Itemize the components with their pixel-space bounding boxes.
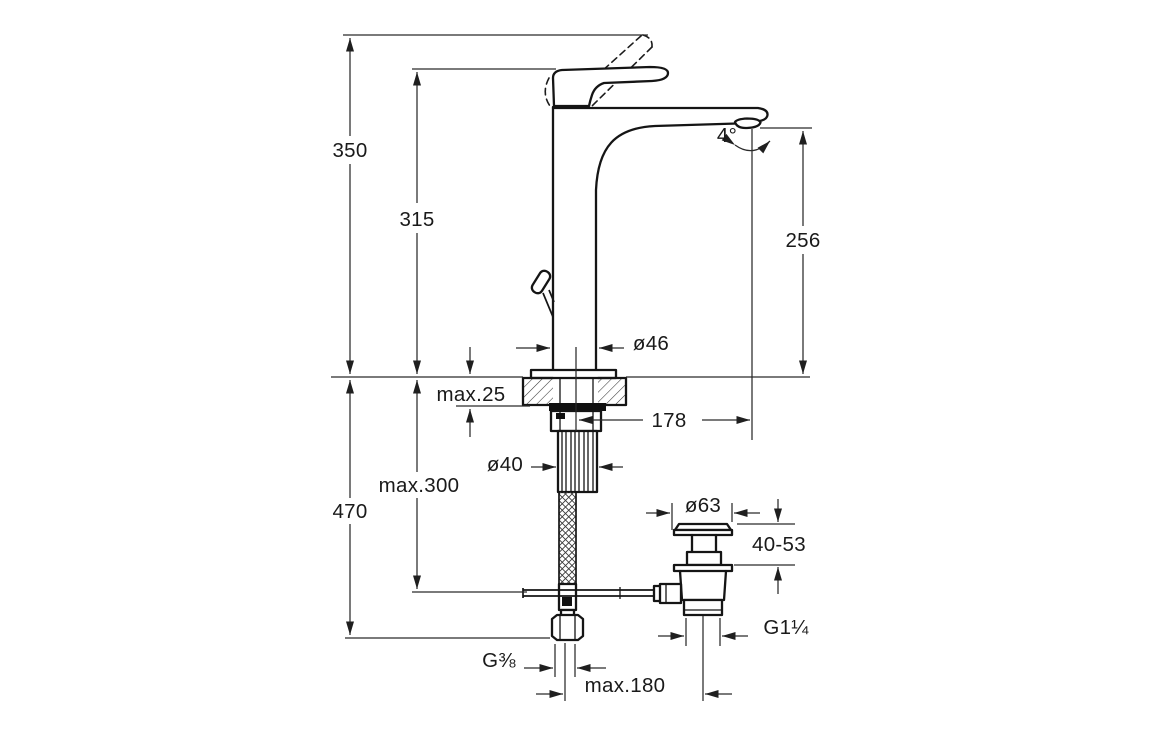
dim-deck-thickness: max.25 [436,383,505,406]
dim-supply-thread: G⅜ [482,649,516,672]
dim-hose-drop: max.300 [379,474,460,497]
dim-total-drop: 470 [332,500,367,523]
waste-tail [682,598,724,617]
dim-waste-plug-height: 40-53 [752,533,806,556]
supply-nut [550,613,585,642]
deck-hatch-right [598,378,626,405]
threaded-shank [556,429,599,494]
pop-up-lift-rod [530,269,555,318]
aerator-outlet [733,117,762,130]
dim-waste-offset: max.180 [585,674,666,697]
pop-up-waste [652,522,734,617]
waste-lever-boss [658,582,683,605]
dim-total-height: 350 [332,139,367,162]
spout-underside [594,122,739,372]
dimension-labels: 350 315 256 max.25 ø46 4° 178 ø40 max.30… [332,124,820,697]
deck-hatch-left [523,378,553,405]
dim-body-diameter: ø46 [633,332,669,355]
faucet-body [529,65,769,380]
waste-plug-shoulder [685,550,723,567]
dim-spout-angle: 4° [717,124,737,147]
dim-spout-reach: 178 [651,409,686,432]
dim-height-to-handle: 315 [399,208,434,231]
dim-spout-outlet-height: 256 [785,229,820,252]
dim-waste-thread: G1¼ [763,616,809,639]
dim-waste-flange-diameter: ø63 [685,494,721,517]
deck-section [521,376,628,407]
seal-washer [549,403,606,411]
waste-body [678,569,728,602]
dim-shank-diameter: ø40 [487,453,523,476]
waste-flange [672,563,734,573]
base-plate [529,368,618,380]
lever-handle [551,65,670,108]
dimension-lines [331,34,812,701]
angle-arc [721,133,771,154]
under-deck-assembly [522,403,656,642]
pop-up-horizontal-rod [522,587,656,599]
flexible-hose [559,492,576,586]
